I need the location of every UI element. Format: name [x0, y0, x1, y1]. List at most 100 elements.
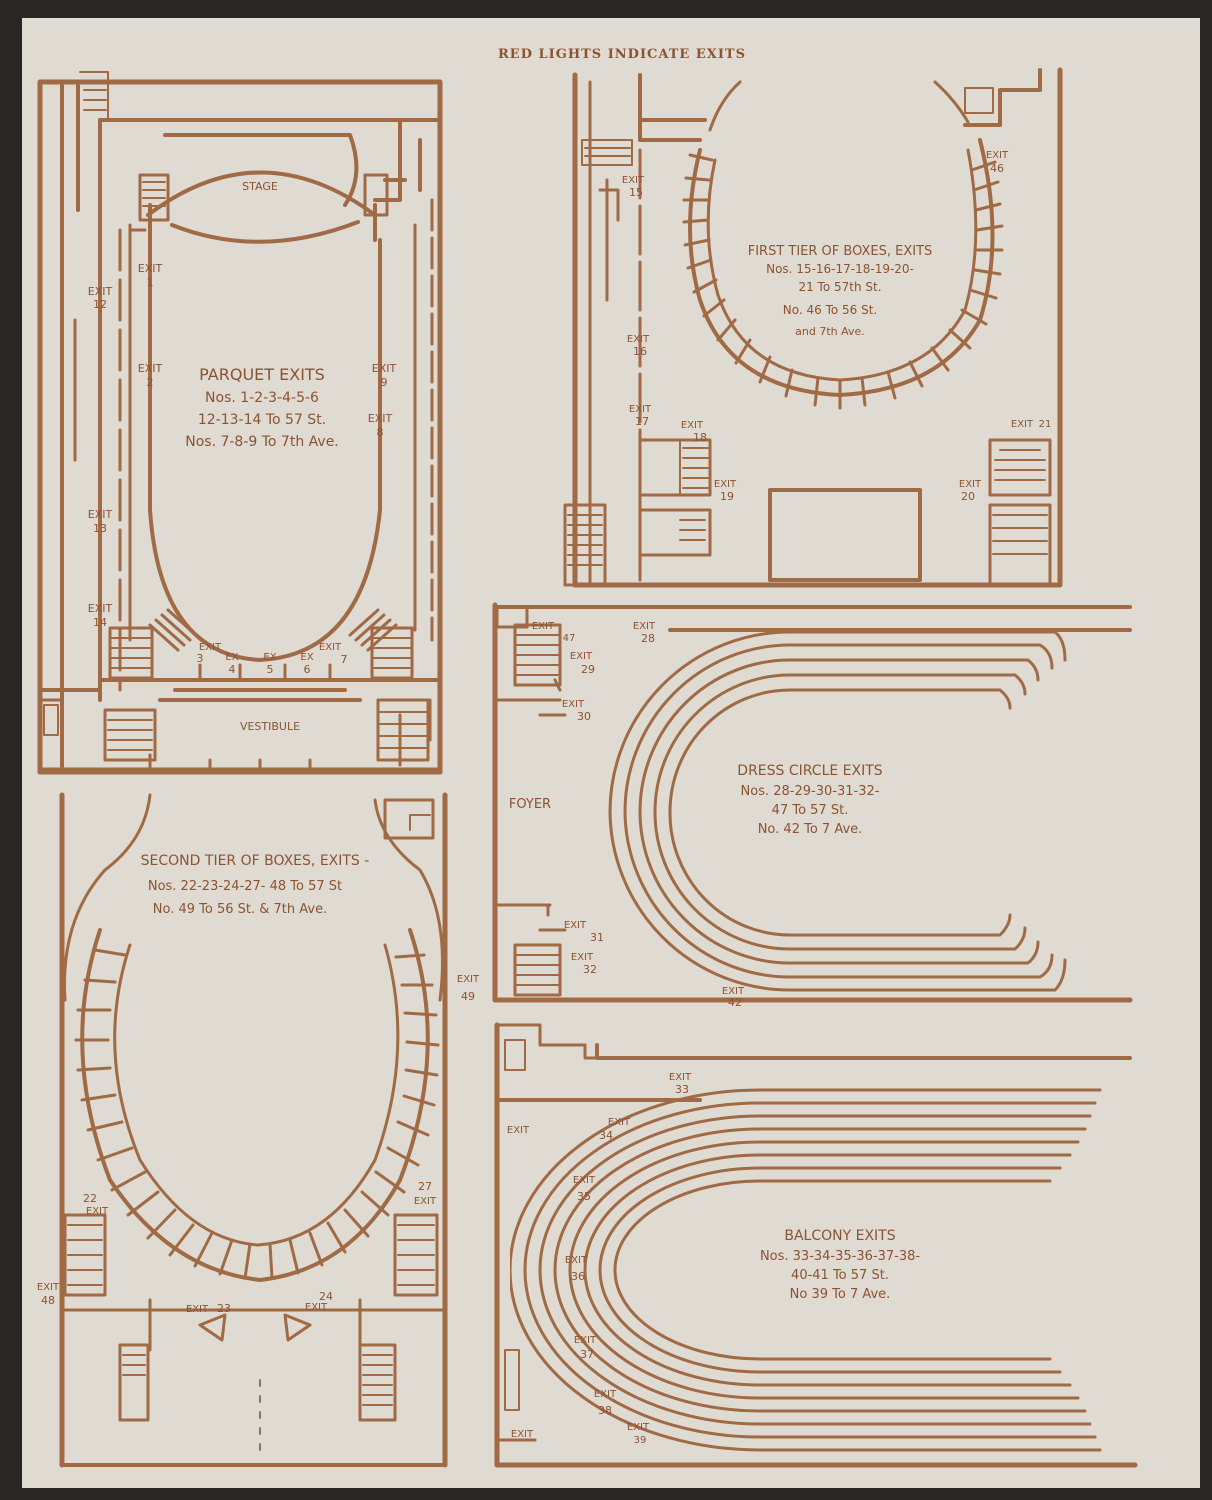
exit-word: EXIT: [511, 1429, 534, 1440]
exit-number: 46: [990, 162, 1004, 175]
exit-number: 15: [629, 186, 643, 199]
parquet-line-2: 12-13-14 To 57 St.: [198, 412, 326, 428]
exit-word: EXIT: [562, 699, 585, 710]
exit-word: EXIT: [986, 150, 1009, 161]
vestibule-label: VESTIBULE: [240, 720, 300, 733]
exit-number: 12: [93, 298, 107, 311]
first-tier-line-1: Nos. 15-16-17-18-19-20-: [766, 262, 914, 276]
exit-number: 36: [571, 1270, 585, 1283]
exit-word: EXIT: [629, 404, 652, 415]
exit-word: EXIT: [681, 420, 704, 431]
balcony-line-1: Nos. 33-34-35-36-37-38-: [760, 1249, 920, 1264]
exit-number: 39: [634, 1435, 647, 1446]
exit-number: 49: [461, 990, 475, 1003]
exit-word: EXIT: [368, 412, 393, 425]
exit-number: 29: [581, 663, 595, 676]
exit-word: EXIT: [532, 621, 555, 632]
exit-word: EXIT: [633, 621, 656, 632]
exit-word: EXIT: [86, 1206, 109, 1217]
exit-word: EXIT: [594, 1389, 617, 1400]
dress-circle-line-2: 47 To 57 St.: [772, 803, 849, 818]
second-tier-line-1: Nos. 22-23-24-27- 48 To 57 St: [148, 879, 342, 894]
exit-number: 18: [693, 431, 707, 444]
exit-number: 28: [641, 632, 655, 645]
exit-word: EXIT: [186, 1304, 209, 1315]
first-tier-line-3: No. 46 To 56 St.: [783, 303, 878, 317]
parquet-heading: PARQUET EXITS: [199, 365, 325, 384]
exit-word: EXIT: [564, 920, 587, 931]
dress-circle-line-1: Nos. 28-29-30-31-32-: [741, 784, 880, 799]
exit-number: 9: [381, 376, 388, 389]
paper-sheet: [22, 18, 1200, 1488]
parquet-exit-labels: EXIT 1 EXIT 2 EXIT 9 EXIT 8 EXIT 12 EXIT…: [88, 262, 397, 676]
exit-number: 48: [41, 1294, 55, 1307]
parquet-line-1: Nos. 1-2-3-4-5-6: [205, 390, 319, 406]
balcony-heading: BALCONY EXITS: [784, 1228, 895, 1244]
exit-word: EXIT: [570, 651, 593, 662]
parquet-line-3: Nos. 7-8-9 To 7th Ave.: [185, 434, 339, 450]
balcony-exit-labels: EXIT 33 EXIT EXIT 34 EXIT 35 EXIT 36 EXI…: [507, 1072, 692, 1446]
exit-word: EX: [225, 652, 238, 663]
exit-word: EX: [300, 652, 313, 663]
page-title: RED LIGHTS INDICATE EXITS: [498, 47, 746, 62]
exit-word: EXIT: [627, 334, 650, 345]
exit-word: EX: [263, 652, 276, 663]
exit-number: 7: [341, 653, 348, 666]
exit-number: 37: [580, 1348, 594, 1361]
exit-word: EXIT: [319, 642, 342, 653]
exit-word: EXIT: [88, 508, 113, 521]
exit-number: 47: [563, 633, 576, 644]
exit-word: EXIT: [37, 1282, 60, 1293]
exit-number: 19: [720, 490, 734, 503]
exit-word: EXIT: [138, 262, 163, 275]
exit-number: 23: [217, 1302, 231, 1315]
exit-word: EXIT: [959, 479, 982, 490]
foyer-label: FOYER: [509, 797, 551, 812]
exit-word: EXIT: [622, 175, 645, 186]
exit-number: 17: [635, 415, 649, 428]
first-tier-heading: FIRST TIER OF BOXES, EXITS: [748, 244, 933, 259]
exit-number: 1: [147, 276, 154, 289]
dress-circle-exit-labels: EXIT 47 EXIT 28 EXIT 29 EXIT 30 EXIT 31 …: [532, 621, 745, 1009]
exit-number: 32: [583, 963, 597, 976]
exit-word: EXIT: [571, 952, 594, 963]
exit-number: 42: [728, 996, 742, 1009]
exit-number: 30: [577, 710, 591, 723]
second-tier-heading: SECOND TIER OF BOXES, EXITS -: [141, 853, 370, 869]
first-tier-line-4: and 7th Ave.: [795, 325, 865, 338]
exit-number: 21: [1039, 419, 1052, 430]
exit-number: 5: [267, 663, 274, 676]
exit-word: EXIT: [565, 1255, 588, 1266]
exit-number: 14: [93, 616, 107, 629]
exit-number: 31: [590, 931, 604, 944]
exit-word: EXIT: [88, 285, 113, 298]
exit-number: 22: [83, 1192, 97, 1205]
exit-word: EXIT: [305, 1302, 328, 1313]
exit-number: 4: [229, 663, 236, 676]
exit-word: EXIT: [138, 362, 163, 375]
exit-number: 38: [598, 1404, 612, 1417]
dress-circle-heading: DRESS CIRCLE EXITS: [737, 763, 883, 779]
exit-word: EXIT: [608, 1117, 631, 1128]
first-tier-plan: [563, 67, 1063, 588]
dress-circle-plan: [492, 602, 1133, 1003]
exit-number: 24: [319, 1290, 333, 1303]
exit-number: 33: [675, 1083, 689, 1096]
exit-number: 20: [961, 490, 975, 503]
balcony-line-2: 40-41 To 57 St.: [791, 1268, 889, 1283]
exit-word: EXIT: [722, 986, 745, 997]
second-tier-plan: [59, 792, 448, 1468]
exit-word: EXIT: [457, 974, 480, 985]
exit-number: 27: [418, 1180, 432, 1193]
exit-number: 35: [577, 1190, 591, 1203]
exit-number: 13: [93, 522, 107, 535]
exit-number: 3: [197, 652, 204, 665]
second-tier-exit-labels: EXIT 49 27 EXIT 22 EXIT EXIT 48 EXIT 23 …: [37, 974, 480, 1315]
exit-word: EXIT: [507, 1125, 530, 1136]
first-tier-exit-labels: EXIT 15 EXIT 16 EXIT 17 EXIT 18 EXIT 19 …: [622, 150, 1051, 503]
stage-label: STAGE: [242, 180, 278, 193]
dress-circle-line-3: No. 42 To 7 Ave.: [758, 822, 863, 837]
exit-number: 34: [599, 1129, 613, 1142]
